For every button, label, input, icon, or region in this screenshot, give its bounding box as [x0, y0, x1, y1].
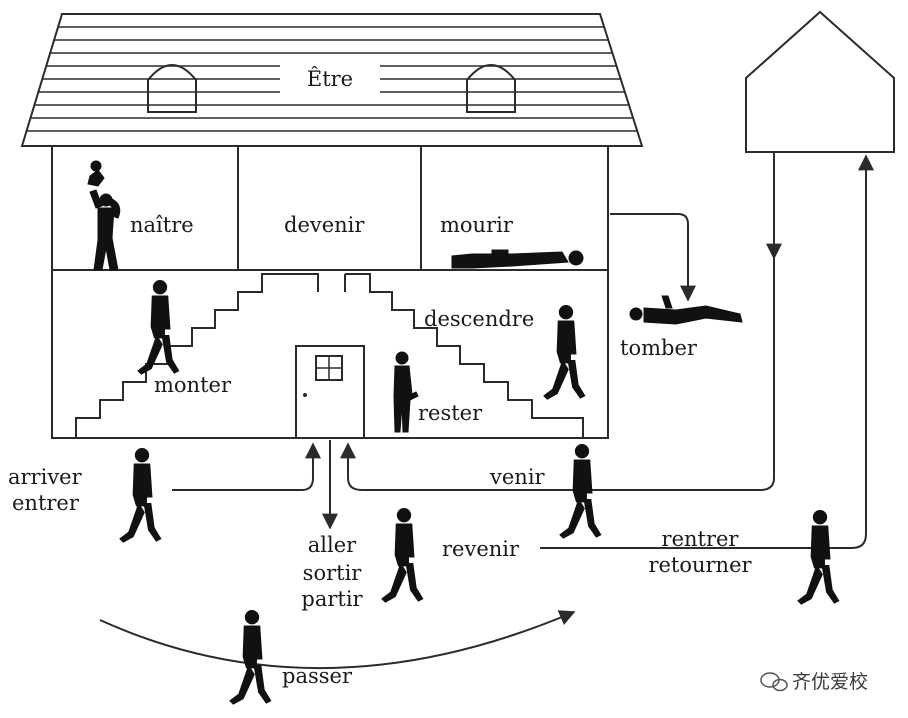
small-house: [745, 10, 895, 153]
label-venir: venir: [489, 465, 546, 489]
label-aller: aller: [308, 533, 357, 557]
lying-figure: [451, 249, 584, 269]
right-dormer-window: [466, 64, 516, 113]
walker-revenir-figure: [381, 508, 424, 603]
walker-arriver-figure: [119, 448, 162, 543]
arrows: [99, 152, 874, 670]
watermark: 齐优爱校: [760, 671, 868, 693]
roof-label-background: [280, 62, 380, 94]
walker-descendre-figure: [543, 305, 586, 400]
label-tomber: tomber: [620, 336, 698, 360]
label-revenir: revenir: [442, 537, 520, 561]
arrow-rentrer-retourner: [540, 154, 874, 549]
arrow-tomber: [610, 213, 696, 302]
label-etre: Être: [307, 67, 353, 91]
watermark-text: 齐优爱校: [792, 671, 868, 693]
label-devenir: devenir: [284, 213, 365, 237]
arrow-venir: [340, 152, 775, 491]
staircase: [75, 273, 584, 438]
walker-passer-figure: [229, 610, 272, 705]
house: [20, 13, 644, 439]
label-entrer: entrer: [12, 491, 80, 515]
label-retourner: retourner: [648, 553, 752, 577]
door: [295, 345, 365, 439]
walker-monter-figure: [137, 280, 180, 375]
falling-tomber-figure: [629, 295, 743, 325]
label-monter: monter: [154, 373, 232, 397]
arrow-arriver-entrer: [172, 442, 321, 491]
label-arriver: arriver: [8, 465, 83, 489]
verb-labels: Être naître devenir mourir monter descen…: [8, 67, 753, 688]
label-rester: rester: [418, 401, 483, 425]
house-walls: [51, 145, 609, 439]
woman-holding-baby-figure: [87, 160, 121, 271]
standing-rester-figure: [393, 351, 419, 433]
walker-venir-figure: [559, 444, 602, 539]
label-rentrer: rentrer: [662, 527, 740, 551]
wechat-icon: [760, 672, 788, 692]
label-passer: passer: [282, 664, 353, 688]
label-mourir: mourir: [440, 213, 514, 237]
walker-retourner-figure: [797, 510, 840, 605]
label-naitre: naître: [130, 213, 194, 237]
label-descendre: descendre: [424, 307, 534, 331]
label-partir: partir: [301, 587, 363, 611]
arrow-passer: [99, 610, 576, 670]
label-sortir: sortir: [303, 561, 363, 585]
figures: [87, 160, 840, 705]
left-dormer-window: [147, 64, 197, 113]
roof: [20, 13, 644, 147]
